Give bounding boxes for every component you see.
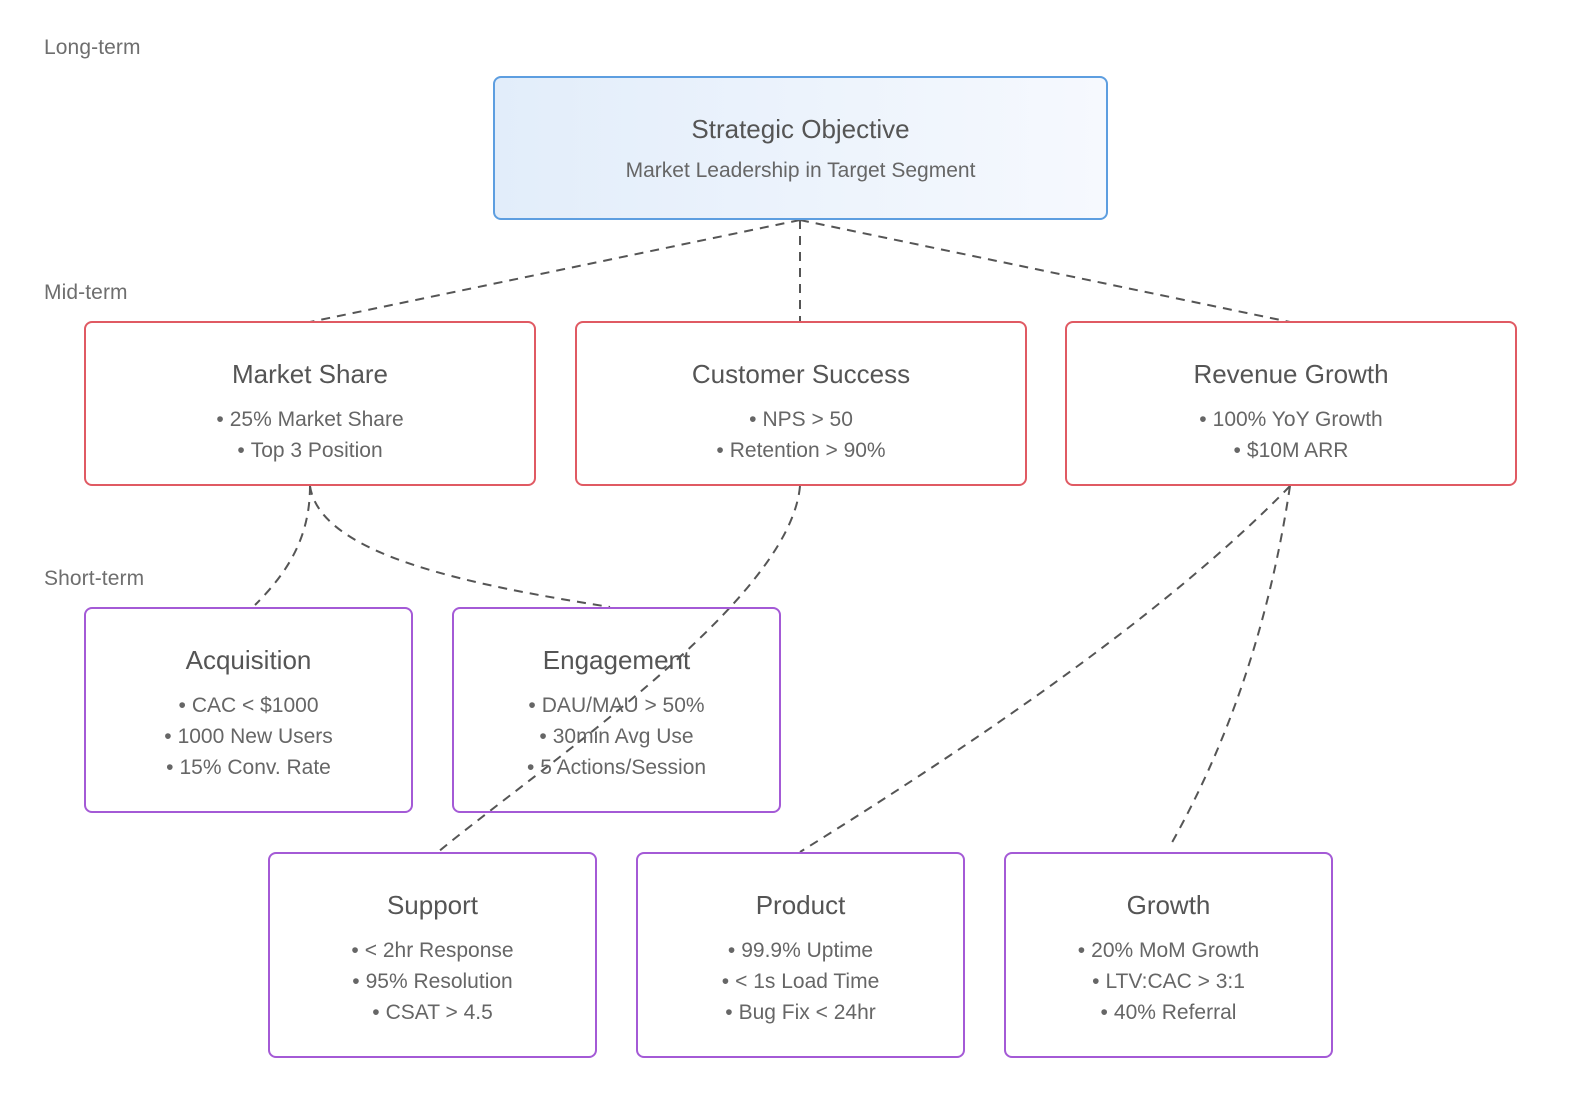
node-metrics: NPS > 50 Retention > 90% <box>577 404 1025 466</box>
node-title: Acquisition <box>185 645 312 675</box>
node-metrics: 25% Market Share Top 3 Position <box>86 404 534 466</box>
node-title: Customer Success <box>691 359 911 389</box>
node-title: Engagement <box>542 645 691 675</box>
node-product: Product 99.9% Uptime < 1s Load Time Bug … <box>636 852 965 1058</box>
metric-item: Top 3 Position <box>86 435 534 466</box>
connector-market-share-engagement <box>309 485 611 608</box>
metric-item: 30min Avg Use <box>454 721 779 752</box>
metric-item: $10M ARR <box>1067 435 1515 466</box>
metric-item: Retention > 90% <box>577 435 1025 466</box>
metric-item: < 1s Load Time <box>638 966 963 997</box>
tier-label-short-term: Short-term <box>44 567 145 590</box>
metric-item: 100% YoY Growth <box>1067 404 1515 435</box>
node-metrics: CAC < $1000 1000 New Users 15% Conv. Rat… <box>86 690 411 783</box>
node-strategic-objective: Strategic Objective Market Leadership in… <box>493 76 1108 220</box>
node-metrics: < 2hr Response 95% Resolution CSAT > 4.5 <box>270 935 595 1028</box>
node-title: Market Share <box>231 359 389 389</box>
node-title: Product <box>755 890 846 920</box>
node-metrics: DAU/MAU > 50% 30min Avg Use 5 Actions/Se… <box>454 690 779 783</box>
node-title: Support <box>386 890 479 920</box>
node-engagement: Engagement DAU/MAU > 50% 30min Avg Use 5… <box>452 607 781 813</box>
node-metrics: 20% MoM Growth LTV:CAC > 3:1 40% Referra… <box>1006 935 1331 1028</box>
node-customer-success: Customer Success NPS > 50 Retention > 90… <box>575 321 1027 486</box>
tier-label-mid-term: Mid-term <box>44 281 128 304</box>
node-growth: Growth 20% MoM Growth LTV:CAC > 3:1 40% … <box>1004 852 1333 1058</box>
node-revenue-growth: Revenue Growth 100% YoY Growth $10M ARR <box>1065 321 1517 486</box>
connector-market-share-acquisition <box>254 485 311 606</box>
node-metrics: 99.9% Uptime < 1s Load Time Bug Fix < 24… <box>638 935 963 1028</box>
node-title: Strategic Objective <box>691 114 910 144</box>
tier-label-long-term: Long-term <box>44 36 141 59</box>
metric-item: Bug Fix < 24hr <box>638 997 963 1028</box>
metric-item: 99.9% Uptime <box>638 935 963 966</box>
connector-objective-revenue-growth <box>799 219 1291 323</box>
node-title: Revenue Growth <box>1193 359 1389 389</box>
connector-objective-market-share <box>309 219 801 323</box>
node-metrics: 100% YoY Growth $10M ARR <box>1067 404 1515 466</box>
metric-item: CAC < $1000 <box>86 690 411 721</box>
metric-item: 20% MoM Growth <box>1006 935 1331 966</box>
node-title: Growth <box>1126 890 1211 920</box>
metric-item: 15% Conv. Rate <box>86 752 411 783</box>
metric-item: DAU/MAU > 50% <box>454 690 779 721</box>
metric-item: < 2hr Response <box>270 935 595 966</box>
metric-item: 5 Actions/Session <box>454 752 779 783</box>
node-acquisition: Acquisition CAC < $1000 1000 New Users 1… <box>84 607 413 813</box>
metric-item: 40% Referral <box>1006 997 1331 1028</box>
metric-item: 95% Resolution <box>270 966 595 997</box>
metric-item: 1000 New Users <box>86 721 411 752</box>
node-support: Support < 2hr Response 95% Resolution CS… <box>268 852 597 1058</box>
connector-revenue-growth-growth <box>1169 485 1291 847</box>
metric-item: NPS > 50 <box>577 404 1025 435</box>
connector-revenue-growth-product <box>799 485 1291 853</box>
node-market-share: Market Share 25% Market Share Top 3 Posi… <box>84 321 536 486</box>
node-subtitle: Market Leadership in Target Segment <box>625 159 976 182</box>
metric-item: CSAT > 4.5 <box>270 997 595 1028</box>
metric-item: 25% Market Share <box>86 404 534 435</box>
metric-item: LTV:CAC > 3:1 <box>1006 966 1331 997</box>
